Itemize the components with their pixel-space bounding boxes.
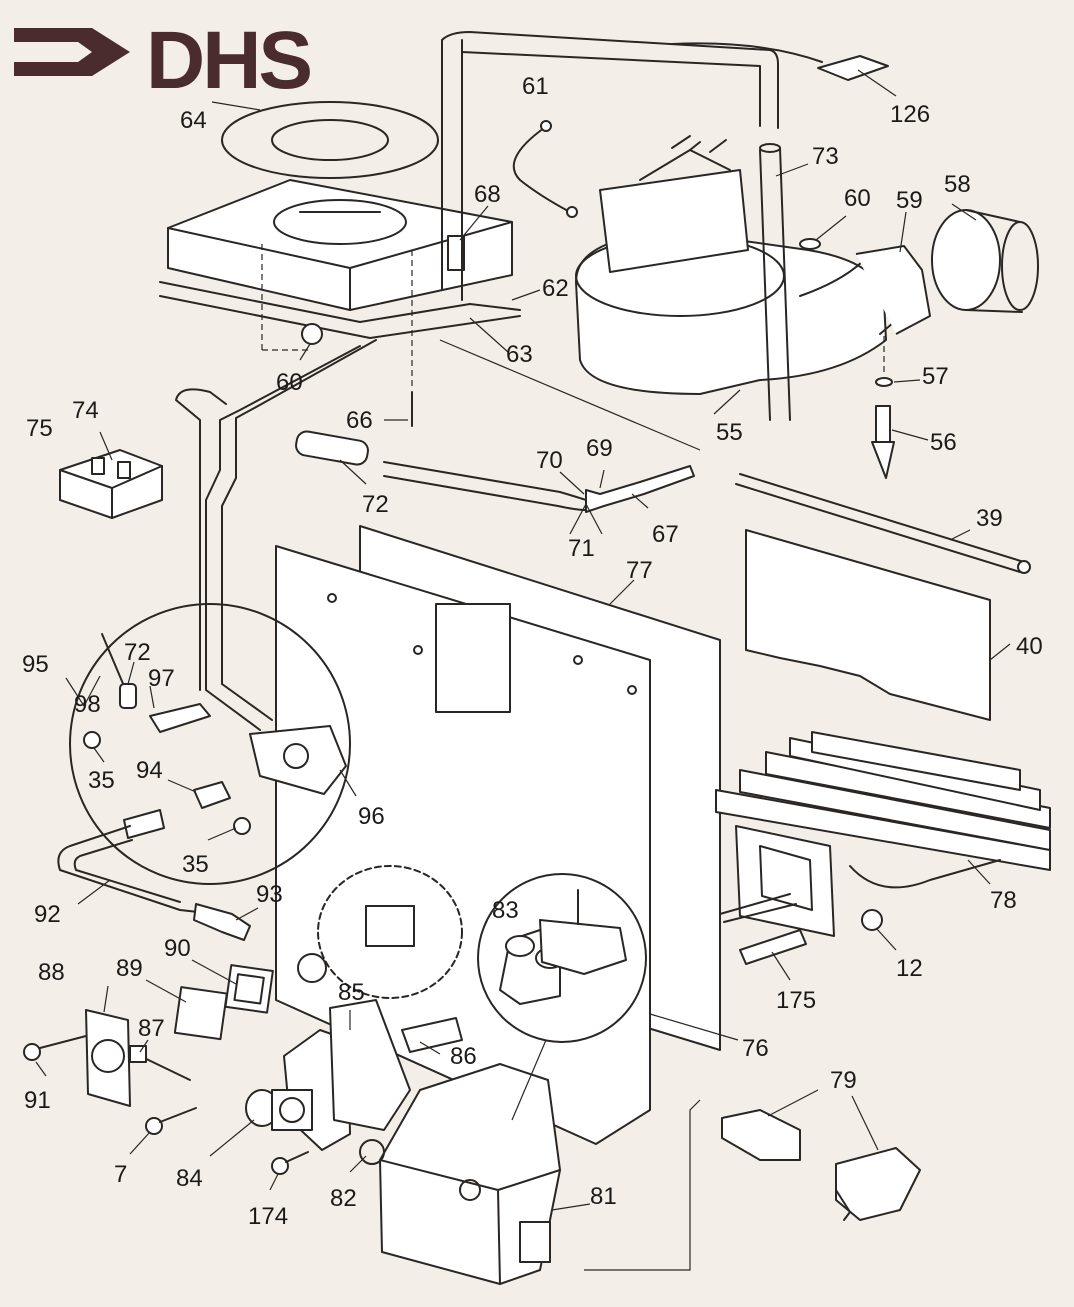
part-pipe-92 (57, 825, 251, 941)
callout-175: 175 (776, 987, 816, 1014)
callout-40: 40 (1016, 633, 1043, 660)
part-gasket (221, 101, 439, 179)
callout-7: 7 (114, 1161, 127, 1188)
part-flue-adapter (931, 209, 1039, 313)
detail-circle-pilot (69, 603, 351, 885)
callout-89: 89 (116, 955, 143, 982)
callout-59: 59 (896, 187, 923, 214)
callout-56: 56 (930, 429, 957, 456)
callout-58: 58 (944, 171, 971, 198)
callout-81: 81 (590, 1183, 617, 1210)
callout-85: 85 (338, 979, 365, 1006)
part-flue-hood (159, 179, 521, 427)
callout-67: 67 (652, 521, 679, 548)
part-sensor-screw (871, 336, 895, 479)
part-fitting-79 (721, 1109, 921, 1221)
callout-72b: 72 (124, 639, 151, 666)
callout-61: 61 (522, 73, 549, 100)
dhs-logo: DHS (14, 15, 313, 106)
callout-78: 78 (990, 887, 1017, 914)
callout-55: 55 (716, 419, 743, 446)
callout-97: 97 (148, 665, 175, 692)
callout-72a: 72 (362, 491, 389, 518)
callout-62: 62 (542, 275, 569, 302)
callout-12: 12 (896, 955, 923, 982)
callout-39: 39 (976, 505, 1003, 532)
callout-92: 92 (34, 901, 61, 928)
part-pipe-loop (441, 31, 823, 301)
callout-84: 84 (176, 1165, 203, 1192)
callout-63: 63 (506, 341, 533, 368)
callout-73: 73 (812, 143, 839, 170)
callout-35a: 35 (88, 767, 115, 794)
callout-75: 75 (26, 415, 53, 442)
callout-76: 76 (742, 1035, 769, 1062)
callout-174: 174 (248, 1203, 288, 1230)
callout-57: 57 (922, 363, 949, 390)
callout-82: 82 (330, 1185, 357, 1212)
callout-66: 66 (346, 407, 373, 434)
callout-79: 79 (830, 1067, 857, 1094)
part-gasket-89 (173, 986, 228, 1041)
callout-71: 71 (568, 535, 595, 562)
part-sleeve-126 (817, 55, 889, 81)
callout-91: 91 (24, 1087, 51, 1114)
callout-labels: 61 64 68 73 126 58 59 60 62 63 55 57 56 … (22, 73, 1043, 1230)
callout-77: 77 (626, 557, 653, 584)
callout-98: 98 (74, 691, 101, 718)
callout-93: 93 (256, 881, 283, 908)
callout-126: 126 (890, 101, 930, 128)
callout-68: 68 (474, 181, 501, 208)
callout-87: 87 (138, 1015, 165, 1042)
callout-35b: 35 (182, 851, 209, 878)
callout-94: 94 (136, 757, 163, 784)
part-screws (23, 1035, 309, 1175)
part-bracket-88 (85, 1009, 131, 1107)
logo-text: DHS (146, 15, 310, 106)
callout-64: 64 (180, 107, 207, 134)
part-hose (759, 143, 791, 421)
part-sensing-lead (512, 120, 578, 218)
callout-69: 69 (586, 435, 613, 462)
part-insulation-panel (745, 529, 991, 721)
detail-circle-valve (477, 873, 647, 1043)
part-nut-12 (861, 909, 883, 931)
callout-88: 88 (38, 959, 65, 986)
callout-86: 86 (450, 1043, 477, 1070)
part-pilot-tubing (175, 339, 701, 731)
callout-96: 96 (358, 803, 385, 830)
callout-95: 95 (22, 651, 49, 678)
callout-83: 83 (492, 897, 519, 924)
part-rod-39 (735, 473, 1031, 574)
part-gas-valve (359, 1063, 561, 1285)
part-washer-60 (799, 238, 821, 250)
callout-90: 90 (164, 935, 191, 962)
callout-70: 70 (536, 447, 563, 474)
callout-60b: 60 (276, 369, 303, 396)
part-gasket-90 (224, 964, 274, 1014)
part-stud-175 (739, 929, 807, 965)
callout-74: 74 (72, 397, 99, 424)
part-solenoid (245, 999, 463, 1151)
leader-lines (35, 69, 1011, 1271)
callout-60a: 60 (844, 185, 871, 212)
part-burner-bars (715, 731, 1051, 937)
part-terminal-block (59, 449, 163, 519)
part-fan-assembly (575, 135, 931, 395)
